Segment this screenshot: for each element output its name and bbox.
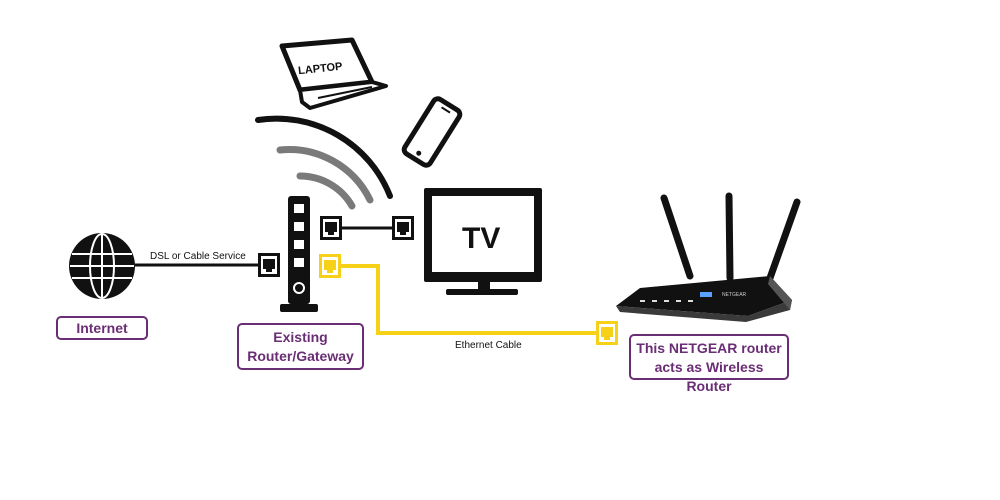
router-brand-label: NETGEAR xyxy=(722,292,747,298)
internet-label-box: Internet xyxy=(56,316,148,340)
ethernet-cable-label: Ethernet Cable xyxy=(455,340,522,351)
tv-icon: TV xyxy=(424,188,542,295)
gateway-icon xyxy=(280,196,318,312)
netgear-router-icon: NETGEAR xyxy=(616,192,801,322)
port-icon-netgear-ethernet xyxy=(596,321,618,345)
wifi-signal-icon xyxy=(255,115,393,210)
port-icon-tv xyxy=(392,216,414,240)
globe-icon xyxy=(69,233,135,299)
netgear-label-line1: This NETGEAR router xyxy=(636,340,782,356)
existing-router-label-line1: Existing xyxy=(273,329,328,345)
dsl-service-label: DSL or Cable Service xyxy=(150,251,246,262)
port-icon-dsl xyxy=(258,253,280,277)
existing-router-label-box: Existing Router/Gateway xyxy=(237,323,364,370)
internet-label: Internet xyxy=(76,320,128,336)
existing-router-label-line2: Router/Gateway xyxy=(247,348,354,364)
laptop-label: LAPTOP xyxy=(298,61,343,78)
smartphone-icon xyxy=(401,96,463,168)
ethernet-cable xyxy=(341,264,596,335)
laptop-icon: LAPTOP xyxy=(279,37,388,110)
port-icon-router-ethernet xyxy=(319,254,341,278)
tv-label: TV xyxy=(462,222,500,255)
port-icon-router-lan xyxy=(320,216,342,240)
netgear-label-line2: acts as Wireless Router xyxy=(654,359,764,394)
netgear-label-box: This NETGEAR router acts as Wireless Rou… xyxy=(629,334,789,394)
